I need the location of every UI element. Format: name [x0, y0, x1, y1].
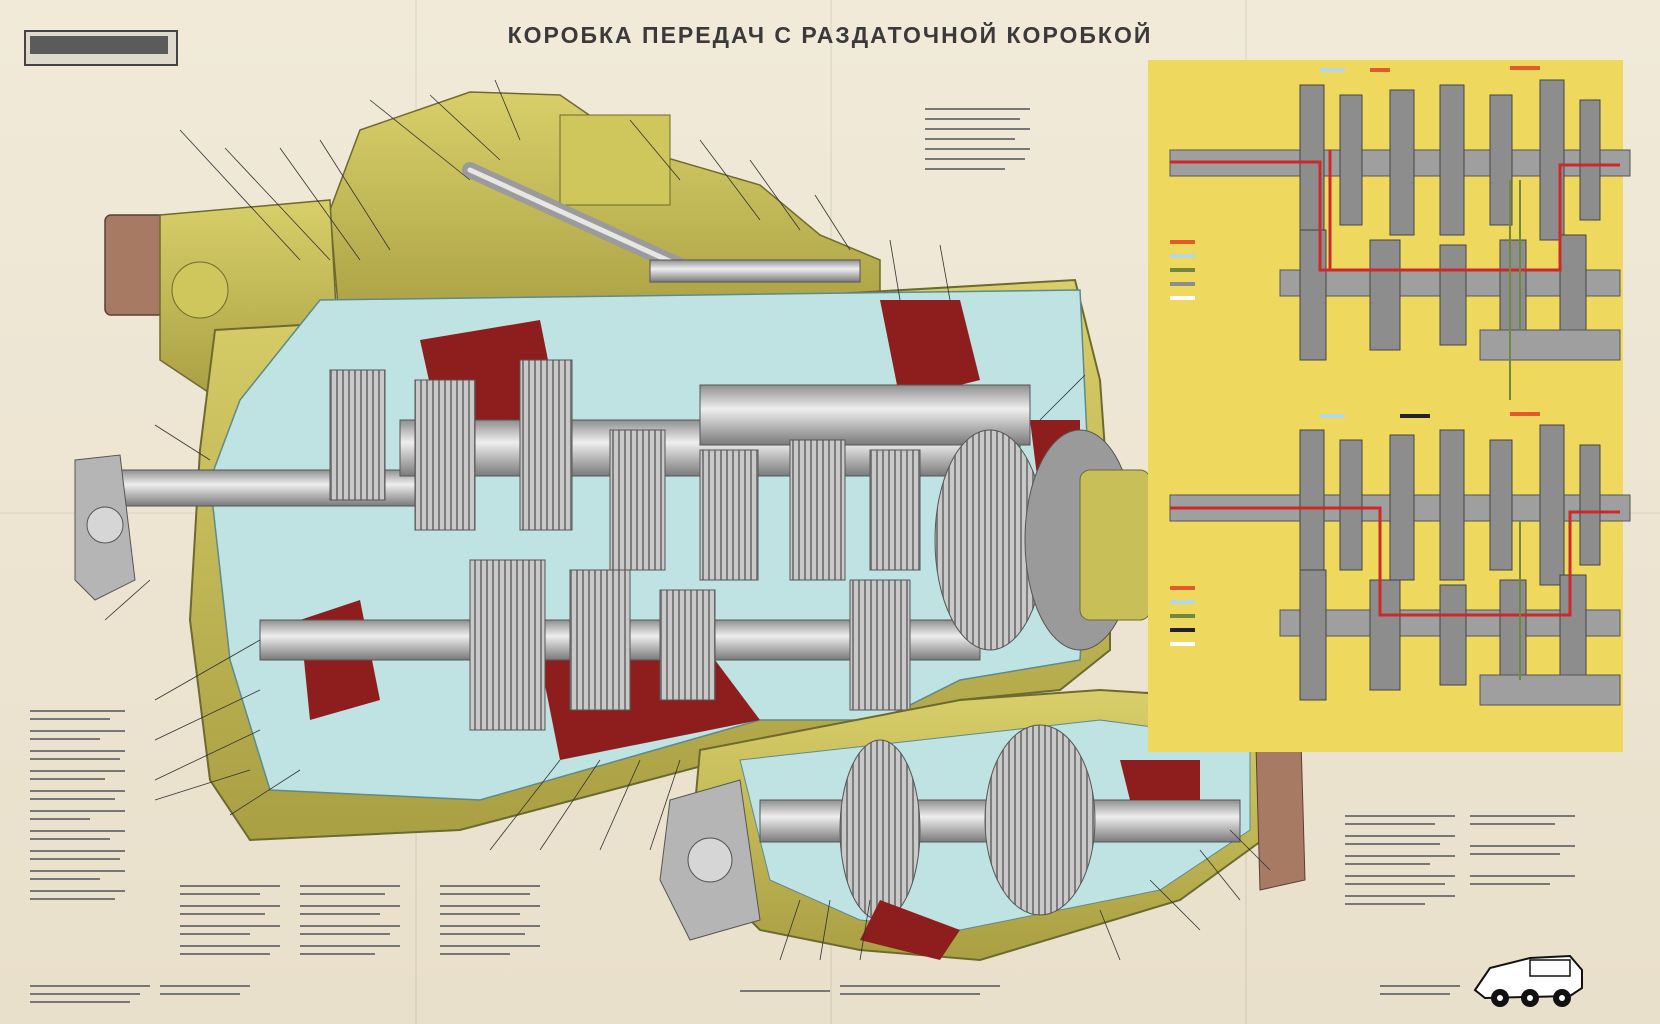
main-gears — [329, 359, 921, 581]
truck-emblem-icon — [1473, 954, 1583, 1007]
publisher-stamp — [24, 30, 178, 66]
stamp-image — [30, 36, 168, 54]
parts-legend-bottom — [180, 885, 540, 955]
countershaft — [259, 559, 981, 731]
poster-title: КОРОБКА ПЕРЕДАЧ С РАЗДАТОЧНОЙ КОРОБКОЙ — [507, 22, 1153, 48]
leader-lines — [104, 79, 1271, 961]
input-flange — [74, 454, 136, 601]
parts-legend-left — [30, 710, 125, 900]
shift-rod — [462, 162, 861, 283]
front-output-flange — [659, 779, 761, 941]
legend-lower — [1170, 586, 1195, 646]
scheme-upper — [1169, 66, 1631, 400]
footer-text — [30, 985, 1460, 1003]
legend-upper — [1170, 240, 1195, 300]
scheme-lower — [1169, 412, 1631, 706]
parts-legend-right — [1345, 815, 1575, 905]
parts-legend-top — [925, 108, 1030, 170]
transfer-case — [688, 688, 1292, 962]
transfer-gears — [934, 429, 1151, 651]
